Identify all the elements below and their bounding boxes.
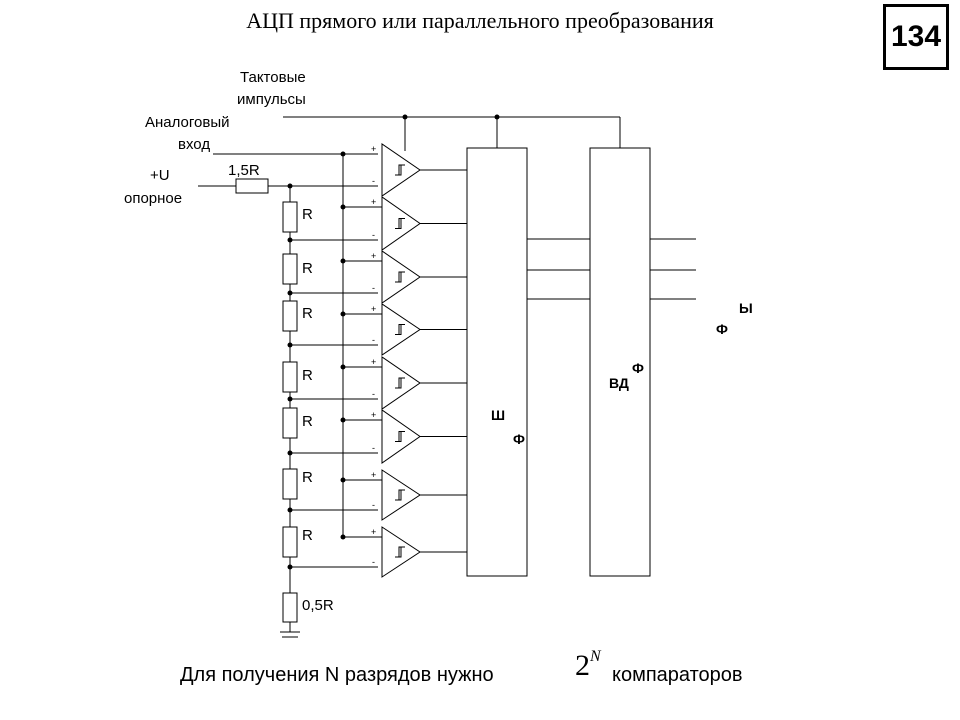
junction-dot: [494, 114, 500, 120]
register-glyph-1: ВД: [609, 375, 629, 391]
resistor-1-5r-label: 1,5R: [228, 162, 260, 179]
junction-dot: [287, 342, 293, 348]
comparator-plus-sign: +: [371, 357, 376, 367]
junction-dot: [340, 364, 346, 370]
analog-input-label-line1: Аналоговый: [145, 114, 230, 131]
resistor-4: [282, 361, 298, 393]
comparator-7: +-: [340, 469, 467, 521]
hysteresis-icon: [397, 489, 405, 501]
comparator-minus-sign: -: [372, 443, 375, 453]
comparator-bank: +-+-+-+-+-+-+-+-: [340, 143, 467, 578]
junction-dot: [287, 507, 293, 513]
encoder-block: [466, 147, 528, 577]
formula-exponent: N: [590, 648, 601, 665]
junction-dot: [287, 450, 293, 456]
caption-left: Для получения N разрядов нужно: [180, 664, 494, 686]
slide-title: АЦП прямого или параллельного преобразов…: [246, 8, 714, 33]
resistor-4-label: R: [302, 367, 313, 384]
comparator-plus-sign: +: [371, 144, 376, 154]
comparator-5: +-: [340, 356, 467, 410]
comparator-count-formula: 2N: [575, 648, 601, 683]
junction-dot: [287, 396, 293, 402]
page-number-badge: 134: [883, 4, 949, 70]
reference-label-line2: опорное: [124, 190, 182, 207]
output-glyph-2: Ф: [716, 321, 728, 337]
resistor-6-label: R: [302, 469, 313, 486]
comparator-6: +-: [340, 409, 467, 464]
comparator-plus-sign: +: [371, 304, 376, 314]
resistor-1-label: R: [302, 206, 313, 223]
register-block: [589, 147, 651, 577]
encoder-glyph-1: Ш: [491, 407, 505, 423]
junction-dot: [340, 417, 346, 423]
hysteresis-icon: [397, 218, 405, 229]
output-glyph-1: Ы: [739, 300, 753, 316]
comparator-plus-sign: +: [371, 527, 376, 537]
junction-dot: [340, 311, 346, 317]
junction-dot: [287, 237, 293, 243]
comparator-minus-sign: -: [372, 335, 375, 345]
comparator-2: +-: [340, 196, 467, 251]
comparator-minus-sign: -: [372, 176, 375, 186]
hysteresis-icon: [397, 431, 405, 442]
caption: Для получения N разрядов нужно 2N компар…: [180, 648, 880, 698]
resistor-2: [282, 253, 298, 285]
resistor-7: [282, 526, 298, 558]
comparator-minus-sign: -: [372, 500, 375, 510]
hysteresis-icon: [397, 324, 405, 335]
reference-label-line1: +U: [150, 167, 170, 184]
resistor-3: [282, 300, 298, 332]
resistor-ladder: R R R R R R R 0,5R: [282, 201, 378, 623]
resistor-6: [282, 468, 298, 500]
junction-dot: [340, 204, 346, 210]
caption-right: компараторов: [612, 664, 743, 686]
clock-label-line2: импульсы: [237, 91, 306, 108]
resistor-5: [282, 407, 298, 439]
comparator-plus-sign: +: [371, 197, 376, 207]
analog-input-label-line2: вход: [178, 136, 210, 153]
resistor-3-label: R: [302, 305, 313, 322]
resistor-8: [282, 592, 298, 623]
resistor-1-5r: [235, 178, 269, 194]
resistor-7-label: R: [302, 527, 313, 544]
comparator-plus-sign: +: [371, 251, 376, 261]
comparator-minus-sign: -: [372, 230, 375, 240]
comparator-4: +-: [340, 303, 467, 356]
junction-dot: [340, 258, 346, 264]
hysteresis-icon: [397, 271, 405, 283]
junction-dot: [402, 114, 408, 120]
resistor-2-label: R: [302, 260, 313, 277]
comparator-8: +-: [340, 526, 467, 578]
formula-base: 2: [575, 649, 590, 682]
hysteresis-icon: [397, 377, 405, 389]
comparator-3: +-: [340, 250, 467, 304]
encoder-glyph-2: Ф: [513, 431, 525, 447]
junction-dot: [340, 477, 346, 483]
clock-label-line1: Тактовые: [240, 69, 306, 86]
junction-dot: [340, 151, 346, 157]
register-glyph-2: Ф: [632, 360, 644, 376]
comparator-minus-sign: -: [372, 283, 375, 293]
comparator-minus-sign: -: [372, 557, 375, 567]
junction-dot: [287, 290, 293, 296]
resistor-1: [282, 201, 298, 233]
comparator-plus-sign: +: [371, 470, 376, 480]
resistor-8-label: 0,5R: [302, 597, 334, 614]
resistor-5-label: R: [302, 413, 313, 430]
comparator-plus-sign: +: [371, 410, 376, 420]
junction-dot: [287, 564, 293, 570]
hysteresis-icon: [397, 164, 405, 176]
comparator-minus-sign: -: [372, 389, 375, 399]
junction-dot: [287, 183, 293, 189]
comparator-1: +-: [371, 143, 467, 197]
hysteresis-icon: [397, 546, 405, 558]
